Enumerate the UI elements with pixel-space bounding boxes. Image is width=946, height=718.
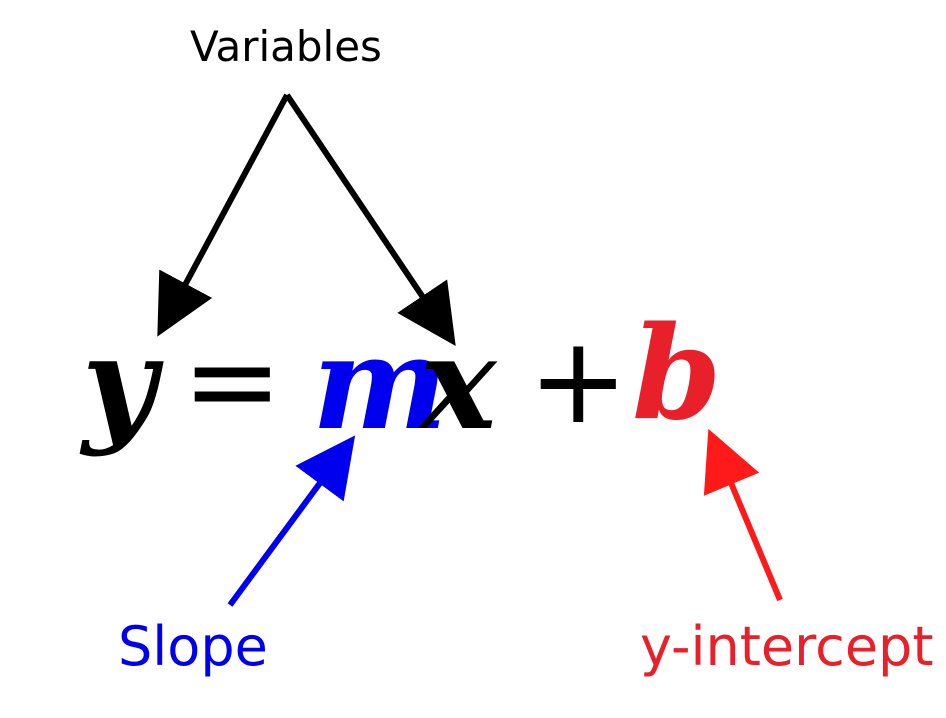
- equation-intercept-b: b: [632, 299, 722, 449]
- variables-label: Variables: [190, 22, 382, 71]
- y-intercept-label: y-intercept: [640, 615, 934, 678]
- variables-to-y-arrow: [157, 93, 290, 337]
- equation-plus-sign: +: [528, 312, 629, 451]
- slope-to-m-arrow: [227, 435, 356, 607]
- equation-variable-x: x: [420, 309, 497, 459]
- intercept-to-b-arrow: [703, 428, 783, 602]
- slope-label: Slope: [118, 615, 268, 678]
- equation-equals-sign: =: [182, 312, 283, 451]
- equation-slope-m: m: [312, 309, 448, 459]
- variables-to-x-arrow: [284, 93, 456, 346]
- equation-variable-y: y: [82, 309, 157, 459]
